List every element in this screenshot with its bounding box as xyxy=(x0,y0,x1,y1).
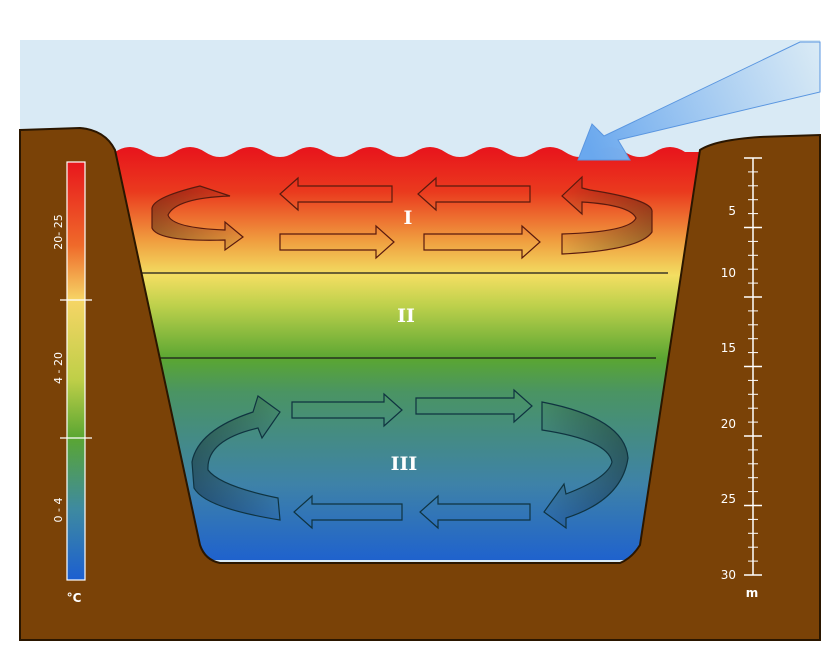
depth-tick-label: 25 xyxy=(721,492,736,506)
circulation-arrow-icon xyxy=(191,395,281,521)
sunlight-arrow-icon xyxy=(577,41,821,161)
depth-tick-label: 10 xyxy=(721,266,736,280)
circulation-arrow-icon xyxy=(417,176,531,212)
depth-unit-label: m xyxy=(746,586,759,600)
lake-water xyxy=(115,147,700,560)
temperature-range-label: 0 - 4 xyxy=(52,498,65,523)
depth-tick-label: 5 xyxy=(728,204,736,218)
layer-label-metalimnion: II xyxy=(397,305,415,327)
temperature-color-bar xyxy=(66,161,86,581)
epilimnion-circulation xyxy=(151,175,653,260)
circulation-arrow-icon xyxy=(151,185,244,252)
temperature-range-label: 4 - 20 xyxy=(52,352,65,384)
depth-scale: 5 10 15 20 25 30 m xyxy=(721,157,762,600)
circulation-arrow-icon xyxy=(415,388,533,424)
circulation-arrow-icon xyxy=(423,224,541,260)
layer-label-epilimnion: I xyxy=(404,207,413,229)
depth-tick-label: 30 xyxy=(721,568,736,582)
temperature-unit-label: °C xyxy=(67,591,82,605)
depth-tick-label: 20 xyxy=(721,417,736,431)
hypolimnion-circulation xyxy=(191,388,629,530)
circulation-arrow-icon xyxy=(561,175,653,255)
layer-label-hypolimnion: III xyxy=(391,453,418,475)
circulation-arrow-icon xyxy=(279,224,395,260)
circulation-arrow-icon xyxy=(541,401,629,530)
circulation-arrow-icon xyxy=(293,494,403,530)
circulation-arrow-icon xyxy=(291,392,403,428)
ground-terrain xyxy=(19,126,821,641)
temperature-scale: 20- 25 4 - 20 0 - 4 °C xyxy=(52,161,92,605)
circulation-arrow-icon xyxy=(279,176,393,212)
depth-tick-label: 15 xyxy=(721,341,736,355)
circulation-arrow-icon xyxy=(419,494,531,530)
temperature-range-label: 20- 25 xyxy=(52,214,65,249)
